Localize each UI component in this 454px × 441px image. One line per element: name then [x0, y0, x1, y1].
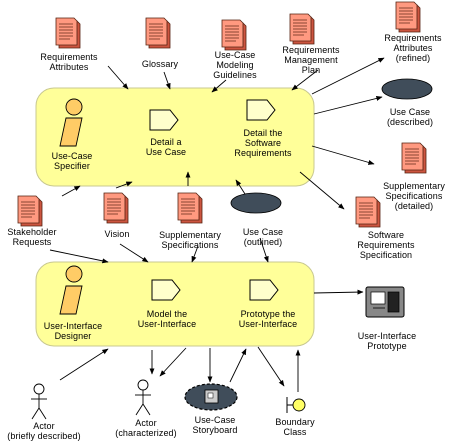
- use-case-specifier-worker-icon: [59, 98, 83, 147]
- actor-characterized-label: Actor (characterized): [115, 418, 177, 438]
- supplementary-specifications-doc-icon: [177, 192, 203, 224]
- user-interface-prototype-label: User-Interface Prototype: [357, 331, 417, 351]
- supplementary-specifications-detailed-label: Supplementary Specifications (detailed): [383, 181, 445, 211]
- use-case-specifier-label: Use-Case Specifier: [51, 151, 93, 171]
- model-user-interface-label: Model the User-Interface: [137, 309, 197, 329]
- use-case-modeling-guidelines-doc-icon: [221, 19, 247, 51]
- prototype-user-interface-label: Prototype the User-Interface: [238, 309, 298, 329]
- requirements-management-plan-doc-icon: [289, 13, 315, 45]
- user-interface-prototype-icon: [365, 286, 405, 318]
- use-case-described-label: Use Case (described): [386, 107, 434, 127]
- use-case-modeling-guidelines-label: Use-Case Modeling Guidelines: [213, 50, 257, 80]
- glossary-doc-icon: [145, 17, 171, 49]
- user-interface-designer-label: User-Interface Designer: [43, 321, 103, 341]
- use-case-described-oval: [381, 78, 433, 100]
- vision-label: Vision: [104, 229, 130, 239]
- boundary-class-icon: [286, 397, 306, 413]
- vision-doc-icon: [103, 192, 129, 224]
- requirements-attributes-refined-doc-icon: [395, 1, 421, 33]
- glossary-label: Glossary: [141, 59, 179, 69]
- use-case-outlined-oval: [230, 192, 282, 214]
- flow-arrows: [49, 57, 385, 392]
- actor-characterized-icon: [135, 379, 151, 416]
- boundary-class-label: Boundary Class: [275, 417, 315, 437]
- actor-briefly-described-icon: [31, 383, 47, 420]
- stakeholder-requests-label: Stakeholder Requests: [7, 227, 57, 247]
- use-case-storyboard-icon: [184, 383, 238, 411]
- use-case-outlined-label: Use Case (outlined): [242, 227, 284, 247]
- software-requirements-specification-label: Software Requirements Specification: [357, 230, 415, 260]
- supplementary-specifications-detailed-doc-icon: [401, 142, 427, 174]
- software-requirements-specification-doc-icon: [355, 196, 381, 228]
- user-interface-designer-lane: [35, 261, 315, 347]
- detail-use-case-label: Detail a Use Case: [145, 137, 187, 157]
- stakeholder-requests-doc-icon: [17, 195, 43, 227]
- supplementary-specifications-label: Supplementary Specifications: [159, 230, 221, 250]
- actor-briefly-described-label: Actor (briefly described): [7, 421, 81, 441]
- requirements-management-plan-label: Requirements Management Plan: [282, 45, 340, 75]
- user-interface-designer-worker-icon: [59, 265, 83, 315]
- detail-software-requirements-label: Detail the Software Requirements: [234, 128, 292, 158]
- requirements-attributes-doc-icon: [55, 17, 81, 49]
- requirements-attributes-refined-label: Requirements Attributes (refined): [384, 33, 442, 63]
- use-case-specifier-lane: [35, 87, 315, 187]
- requirements-attributes-label: Requirements Attributes: [40, 52, 98, 72]
- use-case-storyboard-label: Use-Case Storyboard: [192, 415, 238, 435]
